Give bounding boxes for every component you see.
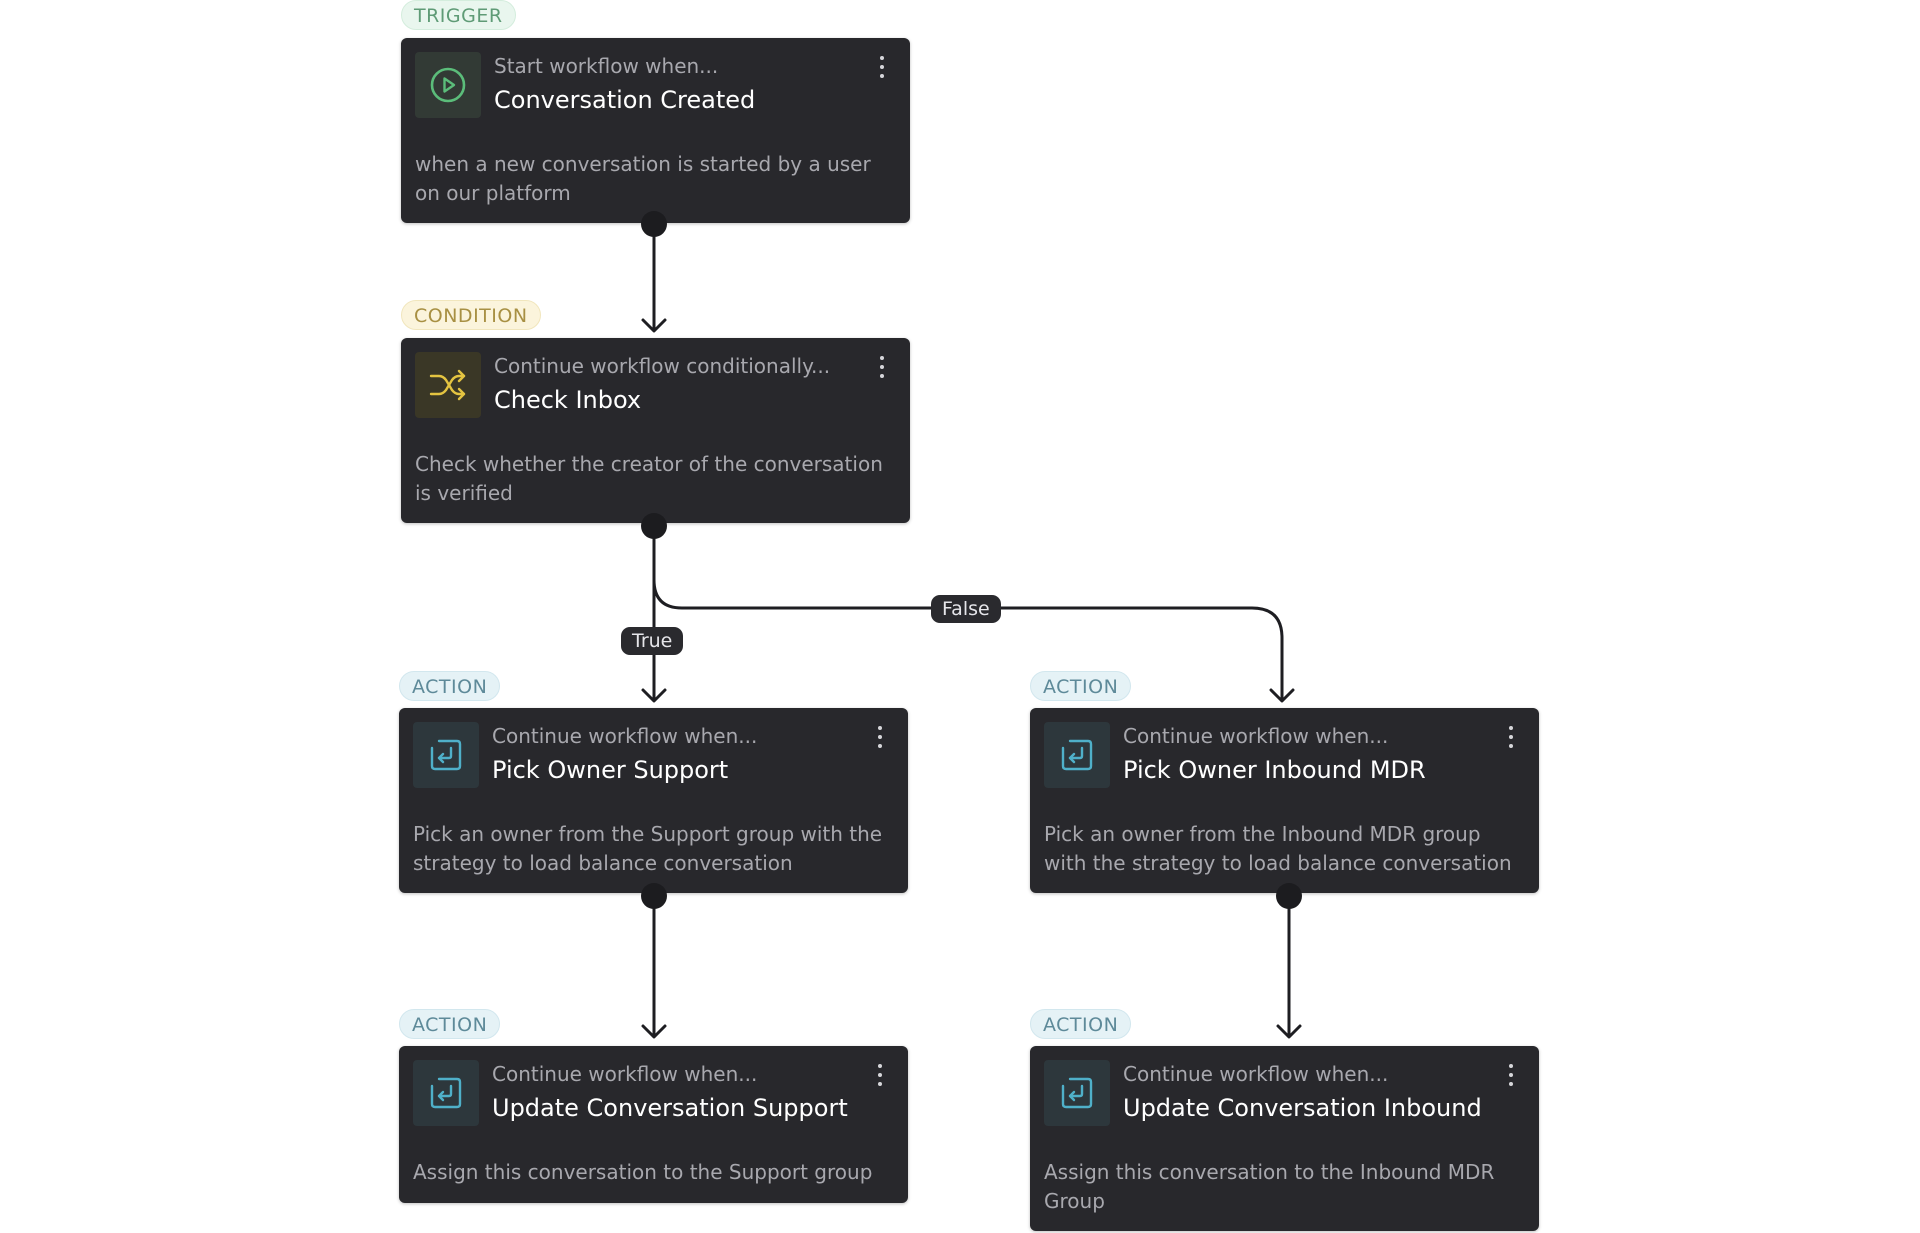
edge-arrowhead	[1276, 1024, 1302, 1039]
output-port[interactable]	[641, 513, 667, 539]
node-type-badge-action: ACTION	[1030, 1009, 1132, 1039]
enter-return-icon	[1044, 1060, 1110, 1126]
node-title: Update Conversation Support	[492, 1094, 848, 1122]
shuffle-icon	[415, 352, 481, 418]
node-subtitle: Continue workflow conditionally...	[494, 354, 831, 378]
node-title: Pick Owner Support	[492, 756, 729, 784]
node-description: when a new conversation is started by a …	[415, 152, 871, 205]
node-title: Check Inbox	[494, 386, 642, 414]
output-port[interactable]	[1276, 883, 1302, 909]
node-description: Assign this conversation to the Support …	[413, 1160, 873, 1184]
node-subtitle: Continue workflow when...	[492, 724, 758, 748]
node-description: Pick an owner from the Inbound MDR group…	[1044, 822, 1512, 875]
node-subtitle: Continue workflow when...	[492, 1062, 758, 1086]
edge-arrowhead	[641, 318, 667, 333]
node-title: Update Conversation Inbound	[1123, 1094, 1482, 1122]
edge-arrowhead	[641, 688, 667, 703]
node-subtitle: Start workflow when...	[494, 54, 719, 78]
node-type-badge-action: ACTION	[1030, 671, 1132, 701]
more-vertical-icon[interactable]	[1501, 726, 1521, 748]
more-vertical-icon[interactable]	[870, 726, 890, 748]
output-port[interactable]	[641, 211, 667, 237]
play-circle-icon	[415, 52, 481, 118]
node-condition-check-inbox[interactable]: Continue workflow conditionally... Check…	[401, 338, 910, 523]
node-type-badge-condition: CONDITION	[401, 300, 541, 330]
node-type-badge-action: ACTION	[399, 671, 501, 701]
edge-label-true: True	[621, 627, 684, 655]
node-subtitle: Continue workflow when...	[1123, 724, 1389, 748]
node-type-badge-action: ACTION	[399, 1009, 501, 1039]
edge-arrowhead	[641, 1024, 667, 1039]
more-vertical-icon[interactable]	[872, 356, 892, 378]
node-action-pick-owner-inbound-mdr[interactable]: Continue workflow when... Pick Owner Inb…	[1030, 708, 1539, 893]
node-description: Pick an owner from the Support group wit…	[413, 822, 883, 875]
node-subtitle: Continue workflow when...	[1123, 1062, 1389, 1086]
edge-label-false: False	[931, 595, 1001, 623]
enter-return-icon	[413, 1060, 479, 1126]
more-vertical-icon[interactable]	[872, 56, 892, 78]
node-action-pick-owner-support[interactable]: Continue workflow when... Pick Owner Sup…	[399, 708, 908, 893]
enter-return-icon	[1044, 722, 1110, 788]
node-action-update-conversation-inbound[interactable]: Continue workflow when... Update Convers…	[1030, 1046, 1539, 1231]
node-trigger-conversation-created[interactable]: Start workflow when... Conversation Crea…	[401, 38, 910, 223]
node-title: Conversation Created	[494, 86, 756, 114]
more-vertical-icon[interactable]	[1501, 1064, 1521, 1086]
node-description: Check whether the creator of the convers…	[415, 452, 883, 505]
node-description: Assign this conversation to the Inbound …	[1044, 1160, 1495, 1213]
enter-return-icon	[413, 722, 479, 788]
node-action-update-conversation-support[interactable]: Continue workflow when... Update Convers…	[399, 1046, 908, 1203]
node-title: Pick Owner Inbound MDR	[1123, 756, 1426, 784]
edge-arrowhead	[1269, 688, 1295, 703]
node-type-badge-trigger: TRIGGER	[401, 0, 516, 30]
output-port[interactable]	[641, 883, 667, 909]
more-vertical-icon[interactable]	[870, 1064, 890, 1086]
